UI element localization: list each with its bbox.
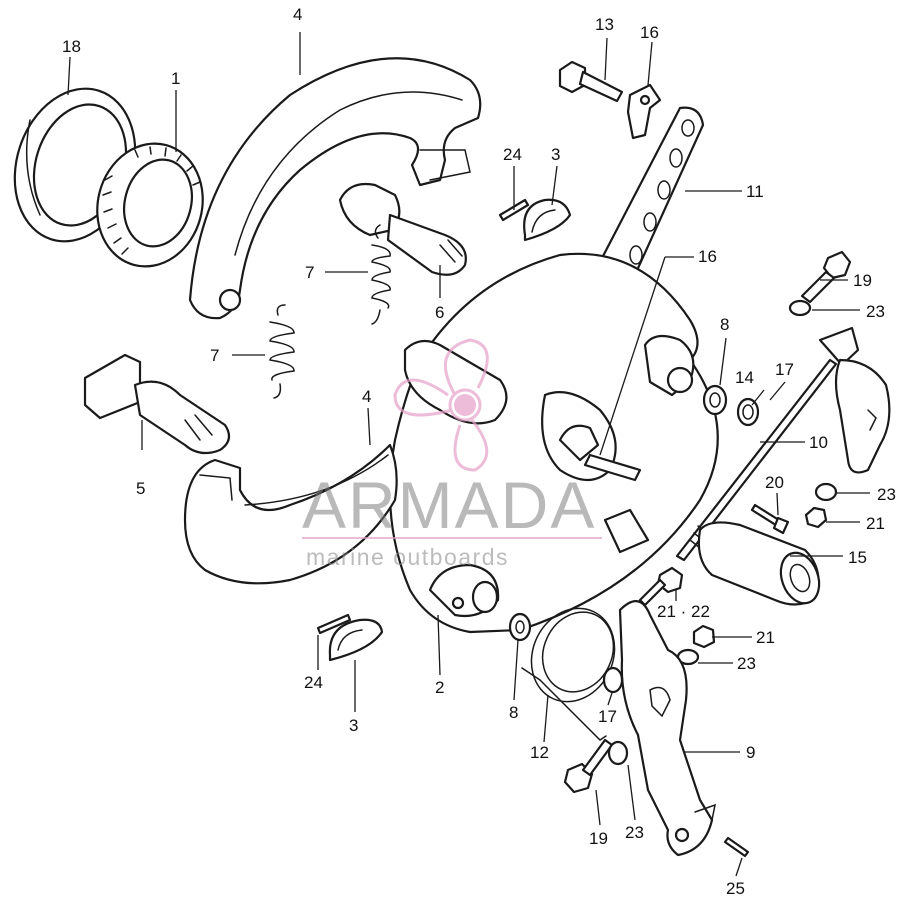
part-3-clip-upper (523, 198, 572, 242)
part-6-cam-shaft (338, 182, 467, 276)
part-23-washer-bottom (607, 740, 629, 766)
part-3-clip-low (328, 618, 384, 662)
callout-17-top: 17 (775, 360, 794, 379)
callout-20: 20 (765, 473, 784, 492)
part-20-screw (750, 503, 790, 535)
callout-7-top: 7 (305, 263, 314, 282)
callout-7-mid: 7 (210, 346, 219, 365)
part-21-nut-mid (804, 506, 828, 529)
callout-21-low: 21 (756, 628, 775, 647)
part-16-lock-tab-upper (626, 83, 662, 140)
callout-18: 18 (62, 37, 81, 56)
callout-1: 1 (171, 69, 180, 88)
callout-9: 9 (746, 743, 755, 762)
propeller-logo-icon (393, 338, 489, 472)
callout-2: 2 (435, 678, 444, 697)
callout-5: 5 (136, 479, 145, 498)
callout-17-low: 17 (598, 707, 617, 726)
part-1-bearing (96, 142, 204, 268)
callout-4-mid: 4 (362, 387, 371, 406)
part-19-bolt-upper (800, 250, 852, 304)
part-16-lock-tab-mid (558, 424, 642, 482)
part-9-brake-arm (618, 600, 716, 857)
callout-6: 6 (435, 303, 444, 322)
callout-8-top: 8 (720, 315, 729, 334)
part-4-brake-shoe-upper (188, 57, 482, 320)
callout-12: 12 (530, 743, 549, 762)
part-17-washer-low (602, 666, 624, 694)
callout-23-mid: 23 (877, 485, 896, 504)
part-8-washer-low (508, 612, 532, 642)
part-7-spring-lower (269, 304, 295, 399)
part-21-nut-low (692, 624, 716, 649)
callout-16-mid: 16 (698, 247, 717, 266)
callout-labels: 18 1 4 13 16 24 3 11 7 6 16 19 23 7 8 4 … (62, 5, 896, 898)
callout-23-low: 23 (737, 654, 756, 673)
callout-23-bottom: 23 (625, 823, 644, 842)
part-7-spring-upper (371, 224, 391, 325)
callout-19-top: 19 (853, 271, 872, 290)
part-15-adjuster-sleeve (697, 521, 821, 606)
callout-16-top: 16 (640, 23, 659, 42)
callout-3-top: 3 (551, 145, 560, 164)
watermark-brand: ARMADA (302, 468, 596, 542)
callout-4-top: 4 (293, 5, 302, 24)
part-arm-assembly-upper (818, 326, 891, 474)
callout-24-low: 24 (304, 673, 323, 692)
callout-8-low: 8 (509, 703, 518, 722)
part-23-washer-mid (814, 482, 838, 502)
callout-11: 11 (746, 182, 764, 201)
callout-10: 10 (809, 433, 828, 452)
part-25-cotter-pin (723, 836, 750, 858)
part-8-washer-upper (702, 384, 728, 416)
part-4-brake-shoe-lower (183, 443, 398, 585)
callout-21-22: 21 · 22 (657, 602, 710, 621)
callout-23-top: 23 (866, 302, 885, 321)
part-19-bolt-low (563, 738, 614, 794)
part-13-bolt (558, 60, 624, 103)
watermark-tagline: marine outboards (306, 544, 509, 570)
callout-15: 15 (848, 548, 867, 567)
leader-lines (67, 32, 870, 877)
callout-14: 14 (735, 368, 754, 387)
armada-logo-watermark: ARMADA marine outboards (302, 338, 602, 570)
part-23-washer-upper (788, 299, 812, 317)
part-21-22-nut (638, 566, 684, 607)
callout-21-mid: 21 (866, 514, 885, 533)
callout-25: 25 (726, 879, 745, 898)
part-12-return-spring (521, 607, 616, 741)
callout-24-top: 24 (503, 145, 522, 164)
callout-19-low: 19 (589, 829, 608, 848)
callout-13: 13 (595, 15, 614, 34)
part-24-cotter-pin-low (316, 613, 352, 635)
callout-3-low: 3 (349, 716, 358, 735)
part-14-washer (736, 397, 760, 427)
part-5-actuator-shaft (83, 353, 231, 455)
